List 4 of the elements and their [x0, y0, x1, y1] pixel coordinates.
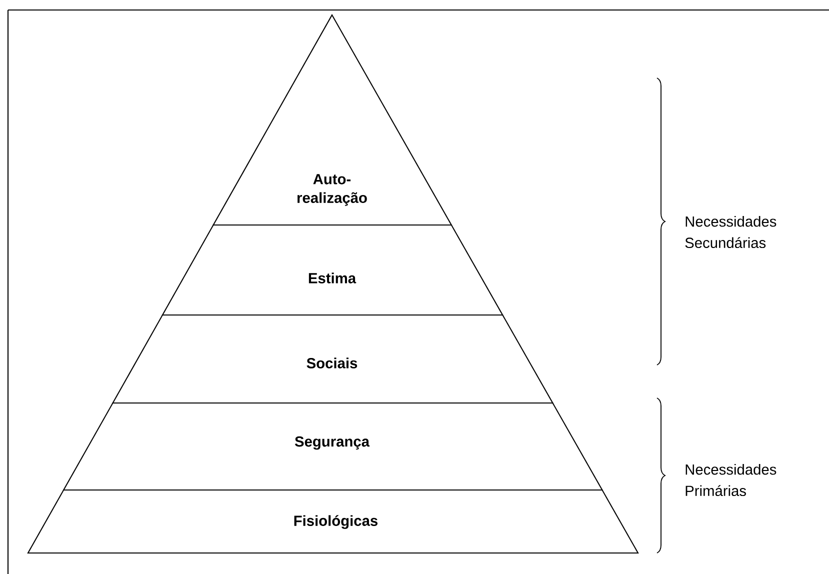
pyramid-level: Fisiológicas — [27, 489, 639, 554]
bracket-label: Necessidades Primárias — [686, 464, 776, 496]
bracket-label: Necessidades Secundárias — [685, 216, 776, 248]
pyramid-level: Estima — [162, 224, 504, 316]
